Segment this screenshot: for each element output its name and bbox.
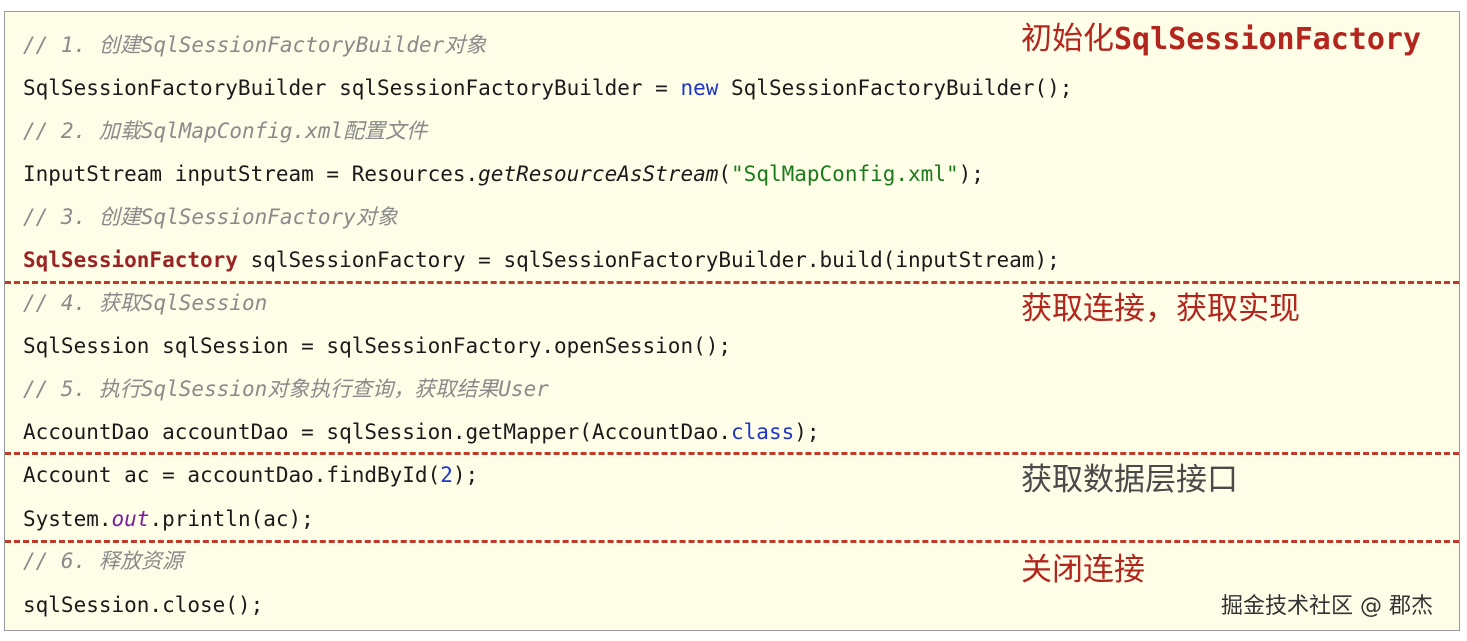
code-comment-3: // 3. 创建SqlSessionFactory对象 (23, 205, 398, 229)
code-comment-2: // 2. 加载SqlMapConfig.xml配置文件 (23, 119, 428, 143)
section-separator (5, 452, 1459, 455)
number-literal: 2 (440, 463, 453, 487)
code-comment-4: // 4. 获取SqlSession (23, 291, 268, 315)
string-literal: "SqlMapConfig.xml" (731, 162, 959, 186)
code-text: SqlSessionFactoryBuilder sqlSessionFacto… (23, 76, 681, 100)
code-line-findbyid: Account ac = accountDao.findById(2); (23, 462, 478, 488)
code-text: AccountDao accountDao = sqlSession.getMa… (23, 420, 732, 444)
code-comment-5: // 5. 执行SqlSession对象执行查询，获取结果User (23, 377, 549, 401)
static-field-out: out (111, 507, 150, 531)
code-text: .println(ac); (149, 507, 314, 531)
note-get-dao: 获取数据层接口 (1021, 462, 1238, 498)
code-text: ); (452, 463, 479, 487)
keyword-class: class (731, 420, 795, 444)
code-text: System. (23, 507, 112, 531)
keyword-new: new (680, 76, 719, 100)
note-init-factory: 初始化SqlSessionFactory (1021, 21, 1421, 58)
code-line-inputstream: InputStream inputStream = Resources.getR… (23, 161, 984, 187)
code-panel: // 1. 创建SqlSessionFactoryBuilder对象 SqlSe… (4, 11, 1460, 631)
code-line-builder: SqlSessionFactoryBuilder sqlSessionFacto… (23, 75, 1072, 101)
watermark: 掘金技术社区 @ 郡杰 (1221, 594, 1433, 619)
code-text: SqlSessionFactoryBuilder(); (718, 76, 1073, 100)
code-line-getmapper: AccountDao accountDao = sqlSession.getMa… (23, 419, 820, 445)
code-text: InputStream inputStream = Resources. (23, 162, 479, 186)
note-close-connection: 关闭连接 (1021, 552, 1145, 588)
code-comment-1: // 1. 创建SqlSessionFactoryBuilder对象 (23, 33, 487, 57)
static-method-name: getResourceAsStream (478, 162, 719, 186)
code-line-println: System.out.println(ac); (23, 506, 314, 532)
section-separator (5, 281, 1459, 284)
code-line-opensession: SqlSession sqlSession = sqlSessionFactor… (23, 334, 732, 358)
code-text: Account ac = accountDao.findById( (23, 463, 441, 487)
code-comment-6: // 6. 释放资源 (23, 549, 183, 573)
note-get-connection: 获取连接，获取实现 (1021, 291, 1300, 327)
section-separator (5, 540, 1459, 543)
highlighted-type: SqlSessionFactory (23, 248, 238, 272)
code-text: ( (718, 162, 732, 186)
note-init-prefix: 初始化 (1021, 21, 1114, 57)
note-init-class: SqlSessionFactory (1114, 22, 1422, 57)
code-text: sqlSessionFactory = sqlSessionFactoryBui… (237, 248, 1060, 272)
code-text: ); (958, 162, 984, 186)
code-text: ); (794, 420, 820, 444)
code-line-close: sqlSession.close(); (23, 593, 264, 617)
code-line-factory: SqlSessionFactory sqlSessionFactory = sq… (23, 247, 1060, 273)
